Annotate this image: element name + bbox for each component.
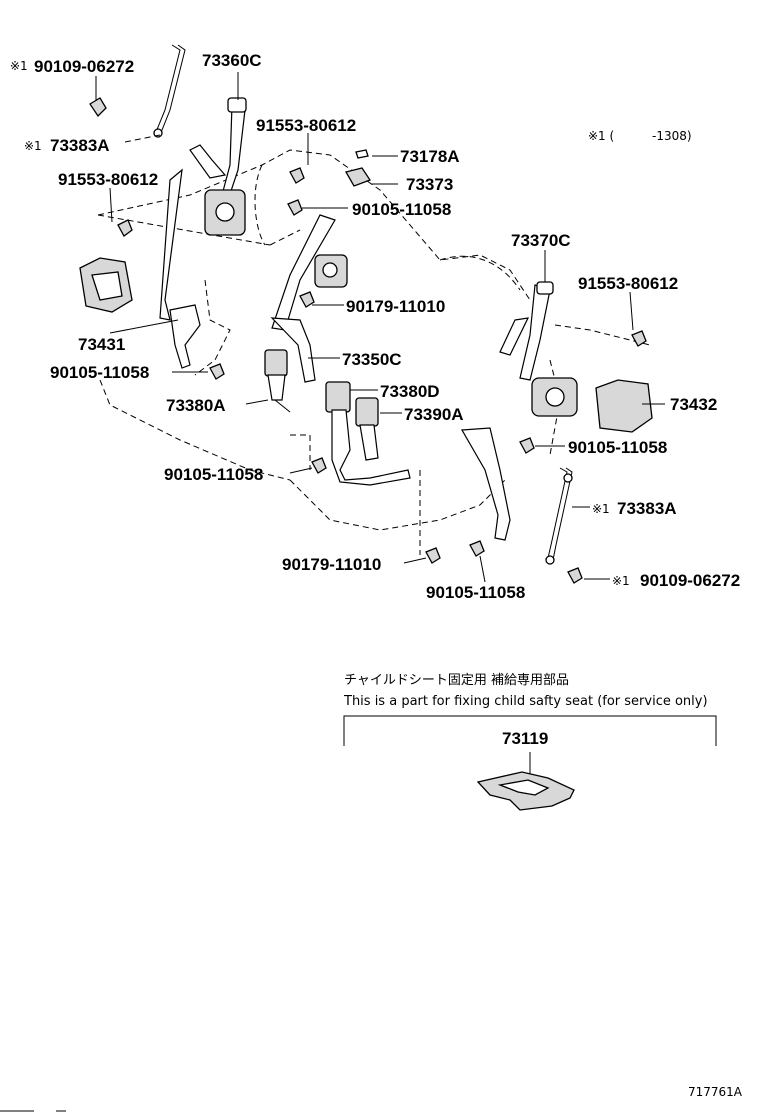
buckle-73390A [355, 397, 379, 461]
label-91553-80612-a: 91553-80612 [256, 116, 356, 135]
buckle-73380D [325, 381, 411, 486]
label-73370C: 73370C [511, 231, 571, 250]
center-belt-73350C [270, 214, 348, 383]
buckle-73380A [264, 349, 291, 413]
note-range-close: -1308) [652, 129, 692, 143]
label-73360C: 73360C [202, 51, 262, 70]
label-73380A: 73380A [166, 396, 226, 415]
label-90109-06272-bottom: 90109-06272 [640, 571, 740, 590]
anchor-rod-73383A-bottom [545, 467, 573, 565]
note-range: ※1 ( -1308) [588, 129, 692, 143]
note-range-open: ※1 ( [588, 129, 614, 143]
cover-73432 [595, 379, 653, 433]
label-91553-80612-b: 91553-80612 [58, 170, 158, 189]
label-73119: 73119 [502, 729, 548, 748]
retractor-assembly-73360C [159, 97, 247, 369]
label-90179-11010-b: 90179-11010 [282, 555, 381, 574]
label-73383A-top: 73383A [50, 136, 110, 155]
anchor-rod-73383A-top [153, 44, 186, 138]
label-73380D: 73380D [380, 382, 440, 401]
label-90109-06272-top: 90109-06272 [34, 57, 134, 76]
label-73432: 73432 [670, 395, 717, 414]
label-73390A: 73390A [404, 405, 464, 424]
illustration-id: 717761A [688, 1085, 743, 1099]
label-73350C: 73350C [342, 350, 402, 369]
label-73431: 73431 [78, 335, 125, 354]
label-90105-11058-e: 90105-11058 [426, 583, 525, 602]
note-mark-73383A-top: ※1 [24, 139, 42, 153]
retractor-assembly-73370C [461, 281, 578, 541]
anchor-plate-73119 [476, 771, 575, 811]
child-seat-section: チャイルドシート固定用 補給専用部品 This is a part for fi… [343, 673, 717, 811]
label-90105-11058-c: 90105-11058 [568, 438, 667, 457]
bolts [89, 97, 647, 584]
label-90105-11058-a: 90105-11058 [352, 200, 451, 219]
child-seat-caption-en: This is a part for fixing child safty se… [343, 694, 708, 709]
cover-73431 [79, 257, 133, 313]
child-seat-bracket [343, 715, 717, 746]
note-mark-bottom-right: ※1 [612, 574, 630, 588]
label-91553-80612-c: 91553-80612 [578, 274, 678, 293]
note-mark-top-left: ※1 [10, 59, 28, 73]
label-90105-11058-d: 90105-11058 [164, 465, 263, 484]
part-labels: ※1 90109-06272 73360C ※1 73383A 91553-80… [10, 51, 740, 602]
label-90105-11058-b: 90105-11058 [50, 363, 149, 382]
child-seat-caption-jp: チャイルドシート固定用 補給専用部品 [344, 673, 569, 688]
label-73178A: 73178A [400, 147, 460, 166]
label-73383A-bottom: 73383A [617, 499, 677, 518]
label-73373: 73373 [406, 175, 453, 194]
note-mark-73383A-bottom: ※1 [592, 502, 610, 516]
label-90179-11010-a: 90179-11010 [346, 297, 445, 316]
leader-lines [95, 72, 665, 583]
